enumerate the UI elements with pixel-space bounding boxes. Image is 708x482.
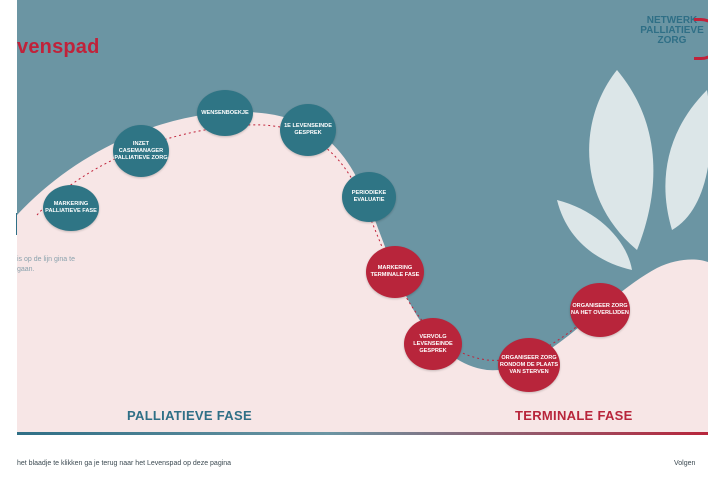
step-vervolg-levenseinde-gesprek[interactable]: Vervolg levenseinde gesprek (404, 318, 462, 370)
logo-line-1: NETWERK (646, 15, 698, 26)
step-markering-terminale-fase[interactable]: Markering terminale fase (366, 246, 424, 298)
step-eerste-levenseinde-gesprek[interactable]: 1e levenseinde gesprek (280, 104, 336, 156)
hint-text: is op de lijn gina te gaan. (17, 256, 75, 273)
footer-instruction: het blaadje te klikken ga je terug naar … (17, 460, 232, 467)
leaf-icon (589, 70, 654, 250)
step-organiseer-zorg-na-overlijden[interactable]: Organiseer zorg na het overlijden (570, 283, 630, 337)
phase-terminale: TERMINALE FASE (515, 408, 633, 423)
step-wensenboekje[interactable]: Wensenboekje (197, 90, 253, 136)
path-hill (17, 111, 708, 432)
step-organiseer-zorg-plaats-sterven[interactable]: Organiseer zorg rondom de plaats van ste… (498, 338, 560, 392)
phase-palliatieve: PALLIATIEVE FASE (127, 408, 252, 423)
logo-line-2: PALLIATIEVE (640, 25, 704, 36)
next-link[interactable]: Volgen (674, 460, 696, 467)
step-markering-palliatieve-fase[interactable]: Markering palliatieve fase (43, 185, 99, 231)
page-title: venspad (17, 36, 100, 58)
logo-arc-icon (694, 18, 708, 60)
left-strip (0, 0, 17, 482)
step-periodieke-evaluatie[interactable]: Periodieke evaluatie (342, 172, 396, 222)
levenspad-stage: venspad NETWERK PALLIATIEVE ZORG is op d… (17, 0, 708, 432)
step-inzet-casemanager[interactable]: Inzet casemanager palliatieve zorg (113, 125, 169, 177)
netwerk-logo[interactable]: NETWERK PALLIATIEVE ZORG (637, 15, 708, 60)
phase-divider-line (17, 432, 708, 435)
logo-line-3: ZORG (657, 35, 687, 46)
